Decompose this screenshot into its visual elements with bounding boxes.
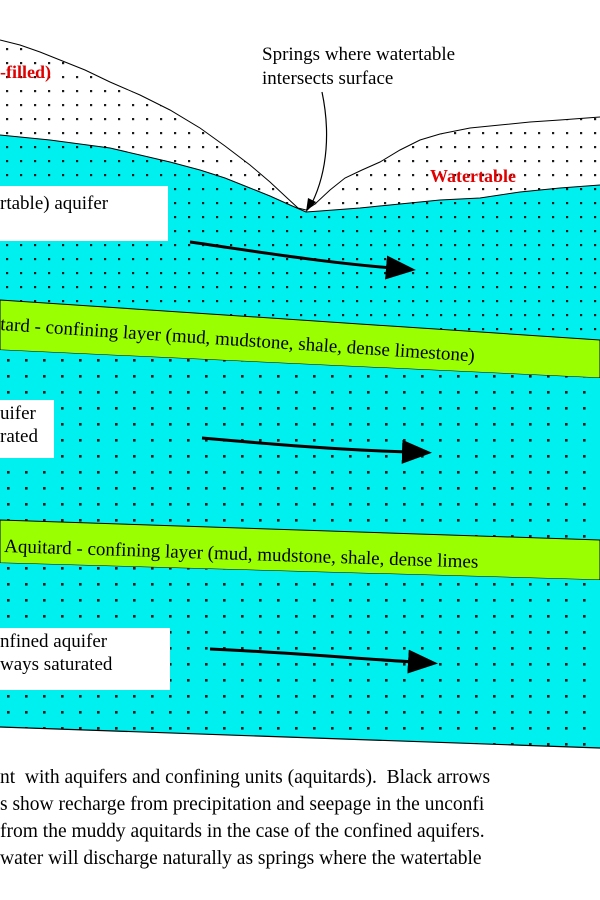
unconfined-aquifer-label-box: rtable) aquifer — [0, 186, 168, 241]
confined-aquifer-1-label-line1: uifer — [0, 403, 36, 424]
flow-arrow-unconfined — [189, 240, 416, 280]
springs-label-line1: Springs where watertable — [262, 44, 455, 65]
confined-aquifer-1-label-box: uifer rated — [0, 400, 54, 458]
base-line — [0, 726, 600, 749]
watertable-label: Watertable — [430, 166, 516, 186]
caption-line-1: nt with aquifers and confining units (aq… — [0, 767, 491, 788]
springs-label-line2: intersects surface — [262, 68, 393, 89]
caption-line-2: s show recharge from precipitation and s… — [0, 794, 485, 815]
caption-line-3: from the muddy aquitards in the case of … — [0, 821, 485, 842]
figure-caption: nt with aquifers and confining units (aq… — [0, 764, 600, 872]
confined-aquifer-2-label-box: nfined aquifer ways saturated — [0, 628, 170, 690]
flow-arrow-confined-1 — [201, 436, 432, 464]
lower-aquitard-layer — [0, 519, 600, 581]
watertable-line — [0, 134, 600, 213]
springs-pointer-arrow — [311, 91, 328, 204]
upper-aquitard-layer — [0, 299, 600, 379]
unsaturated-dots — [0, 40, 600, 212]
unconfined-aquifer-label: rtable) aquifer — [0, 193, 109, 214]
springs-pointer-arrowhead — [306, 198, 316, 212]
top-left-partial-label: -filled) — [0, 62, 51, 83]
flow-arrow-confined-2 — [209, 647, 438, 674]
confined-aquifer-1-label-line2: rated — [0, 426, 38, 447]
confined-aquifer-2-label-line2: ways saturated — [0, 654, 113, 675]
ground-surface-line — [0, 39, 600, 211]
caption-line-4: water will discharge naturally as spring… — [0, 848, 482, 869]
confined-aquifer-2-label-line1: nfined aquifer — [0, 631, 108, 652]
